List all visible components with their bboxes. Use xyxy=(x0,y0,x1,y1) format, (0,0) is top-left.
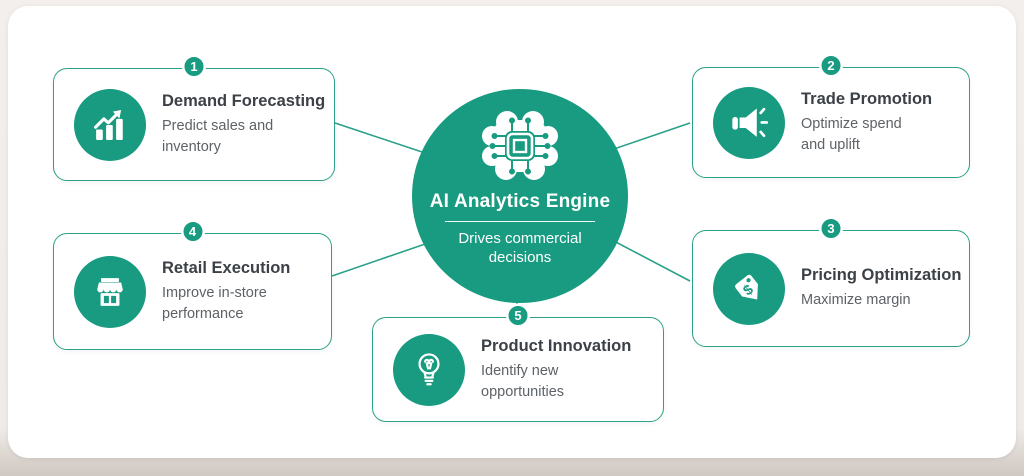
card-title: Retail Execution xyxy=(162,259,291,277)
connector-card3-hub xyxy=(611,239,691,282)
card-number-badge: 4 xyxy=(181,220,204,243)
card-number-badge: 2 xyxy=(819,54,843,77)
card-product-innovation: 5 Product Innovation Identify new opport… xyxy=(372,304,664,422)
icon-circle xyxy=(393,333,465,406)
connector-card4-hub xyxy=(331,242,429,277)
connector-card1-hub xyxy=(334,122,429,155)
icon-circle xyxy=(713,86,785,159)
megaphone-icon xyxy=(732,107,769,137)
card-number-badge: 1 xyxy=(182,55,206,78)
card-title: Demand Forecasting xyxy=(162,92,326,110)
icon-circle xyxy=(74,88,146,161)
card-trade-promotion: 2 Trade Promotion Optimize spend and upl… xyxy=(692,54,970,178)
hub-title: AI Analytics Engine xyxy=(429,191,611,212)
hub-subtitle: Drives commercial decisions xyxy=(458,230,582,266)
icon-circle xyxy=(74,255,146,328)
card-pricing-optimization: 3 $ Pricing Optimization Maximize margin xyxy=(692,217,970,347)
hub-divider xyxy=(445,221,595,222)
brain-chip-icon xyxy=(482,111,558,180)
hub-circle: AI Analytics Engine Drives commercial de… xyxy=(412,89,628,303)
card-description: Maximize margin xyxy=(801,292,911,309)
card-demand-forecasting: 1 Demand Forecasting Predict sales and i… xyxy=(53,55,335,181)
icon-circle: $ xyxy=(713,252,785,325)
card-title: Product Innovation xyxy=(481,337,632,355)
bar-chart-growth-icon xyxy=(94,109,123,140)
card-number-badge: 3 xyxy=(819,217,843,240)
card-retail-execution: 4 Retail Execution Improve in-store perf… xyxy=(53,220,332,350)
lightbulb-icon xyxy=(418,352,440,385)
storefront-icon xyxy=(97,277,123,306)
card-description: Improve in-store performance xyxy=(162,285,267,322)
connector-card2-hub xyxy=(610,122,691,151)
card-title: Pricing Optimization xyxy=(801,266,962,285)
card-description: Optimize spend and uplift xyxy=(801,116,902,153)
card-title: Trade Promotion xyxy=(801,90,933,108)
price-tag-icon: $ xyxy=(735,274,758,300)
card-description: Identify new opportunities xyxy=(481,363,565,400)
card-number-badge: 5 xyxy=(506,304,530,327)
card-description: Predict sales and inventory xyxy=(162,118,274,155)
